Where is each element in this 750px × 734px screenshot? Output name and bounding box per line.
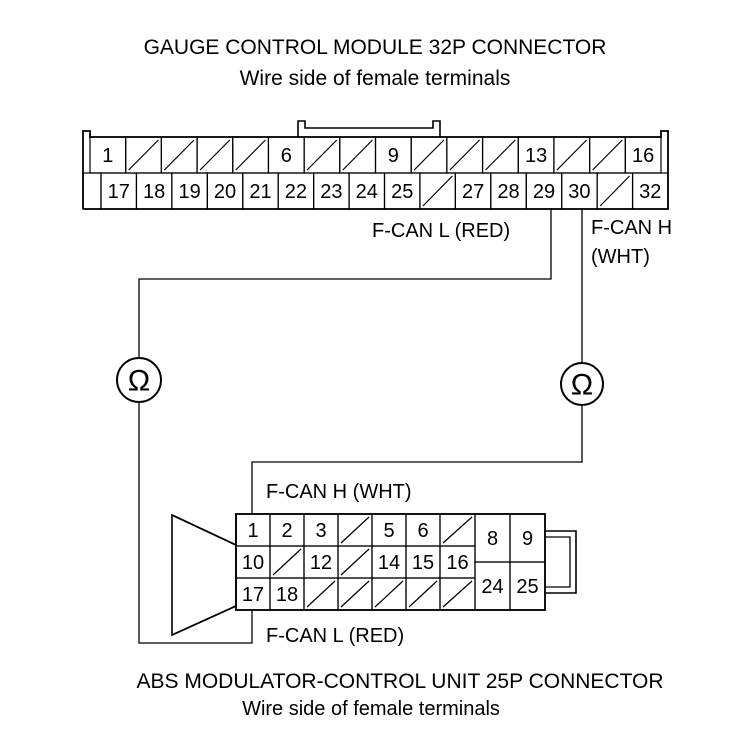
bottom-connector-funnel (171, 513, 237, 637)
top-pin-r2-14-label: 30 (568, 181, 590, 203)
ohmmeter-left-symbol: Ω (128, 365, 150, 398)
bottom-pin-right-bottom-2-border (509, 561, 546, 611)
top-pin-r2-10-slash (422, 175, 453, 207)
top-pin-r1-12-slash (485, 139, 516, 171)
top-connector-latch (297, 120, 441, 137)
top-pin-r2-4-label: 20 (214, 181, 236, 203)
top-label-f-can-h-color: (WHT) (591, 246, 650, 268)
bottom-pin-r3-c2-label: 18 (276, 584, 298, 606)
top-connector-title: GAUGE CONTROL MODULE 32P CONNECTOR (143, 36, 607, 59)
bottom-connector-latch-inner (545, 536, 571, 588)
bottom-pin-r1-c3-label: 3 (315, 520, 326, 542)
top-pin-r1-3-slash (163, 139, 195, 171)
bottom-pin-right-top-1-label: 8 (487, 528, 498, 550)
bottom-pin-r3-c5-slash (374, 580, 404, 608)
top-pin-r2-7-label: 23 (320, 181, 342, 203)
bottom-label-f-can-h: F-CAN H (WHT) (266, 481, 412, 503)
bottom-pin-r2-c4-slash (340, 548, 370, 576)
top-pin-r1-16-label: 16 (632, 145, 654, 167)
bottom-pin-right-bottom-2-label: 25 (516, 576, 538, 598)
top-pin-r1-7-slash (306, 139, 338, 171)
top-pin-r1-5-slash (235, 139, 266, 171)
top-pin-r1-15-slash (592, 139, 623, 171)
top-pin-r1-8-slash (342, 139, 373, 171)
bottom-connector-title: ABS MODULATOR-CONTROL UNIT 25P CONNECTOR (136, 670, 664, 693)
top-pin-r2-8-label: 24 (356, 181, 378, 203)
bottom-funnel-bottom (171, 605, 237, 636)
wire-f-can-h-lower (251, 405, 583, 514)
bottom-pin-r2-c5-label: 14 (378, 552, 400, 574)
top-pin-r2-11-label: 27 (462, 181, 484, 203)
bottom-pin-r1-c4-slash (340, 516, 370, 544)
top-pin-r1-6-label: 6 (281, 145, 292, 167)
top-pin-r1-9-label: 9 (388, 145, 399, 167)
top-pin-r2-16-label: 32 (639, 181, 661, 203)
bottom-pin-r1-c6-label: 6 (417, 520, 428, 542)
top-pin-r2-9-label: 25 (391, 181, 413, 203)
bottom-pin-r2-c2-slash (272, 548, 302, 576)
top-pin-r2-12-label: 28 (497, 181, 519, 203)
ohmmeter-icon (116, 357, 162, 403)
bottom-pin-r3-c4-slash (340, 580, 370, 608)
top-pin-r2-cap (82, 172, 102, 210)
wire-f-can-l-upper (138, 209, 552, 358)
bottom-connector-latch-outer (545, 530, 577, 594)
top-label-f-can-h: F-CAN H (591, 217, 673, 239)
bottom-pin-right-top-2-label: 9 (522, 528, 533, 550)
bottom-funnel-top (171, 514, 237, 546)
top-pin-r1-11-slash (449, 139, 480, 171)
top-pin-r1-10-slash (413, 139, 445, 171)
top-pin-r2-2-label: 18 (143, 181, 165, 203)
bottom-pin-r3-c7-slash (442, 580, 473, 608)
bottom-label-f-can-l: F-CAN L (RED) (266, 625, 405, 647)
top-pin-r2-15-slash (599, 175, 630, 207)
bottom-pin-r1-c5-label: 5 (383, 520, 394, 542)
bottom-pin-r1-c2-label: 2 (281, 520, 292, 542)
bottom-pin-r1-c7-slash (442, 516, 473, 544)
bottom-pin-right-bottom-1-label: 24 (481, 576, 503, 598)
wire-f-can-l-lower (138, 402, 253, 644)
top-pin-r2-6-label: 22 (285, 181, 307, 203)
ohmmeter-right-symbol: Ω (571, 369, 593, 402)
top-pin-r1-4-slash (199, 139, 231, 171)
bottom-pin-r1-c1-label: 1 (247, 520, 258, 542)
top-pin-r2-3-label: 19 (178, 181, 200, 203)
bottom-pin-r3-c6-slash (408, 580, 438, 608)
top-label-f-can-l: F-CAN L (RED) (372, 220, 511, 242)
top-pin-r2-1-label: 17 (108, 181, 130, 203)
top-pin-r2-13-label: 29 (533, 181, 555, 203)
top-pin-r1-2-slash (128, 139, 159, 171)
bottom-pin-r2-c1-label: 10 (242, 552, 264, 574)
top-pin-r2-16-border (631, 172, 669, 210)
top-pin-r1-13-label: 13 (525, 145, 547, 167)
top-pin-r1-1-label: 1 (102, 145, 113, 167)
top-pin-r1-14-slash (556, 139, 588, 171)
bottom-pin-r3-c3-slash (306, 580, 336, 608)
ohmmeter-icon (560, 362, 604, 406)
bottom-connector-subtitle: Wire side of female terminals (242, 698, 500, 720)
top-pin-r2-5-label: 21 (249, 181, 271, 203)
bottom-pin-r2-c7-label: 16 (446, 552, 468, 574)
bottom-pin-r2-c3-label: 12 (310, 552, 332, 574)
bottom-pin-r3-c1-label: 17 (242, 584, 264, 606)
bottom-pin-r2-c6-label: 15 (412, 552, 434, 574)
top-connector-subtitle: Wire side of female terminals (239, 67, 511, 90)
